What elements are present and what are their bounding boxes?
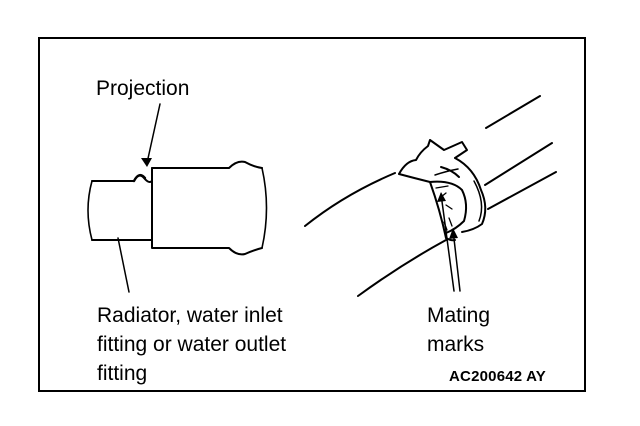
mating-marks-leader xyxy=(437,192,461,292)
figure-frame xyxy=(38,37,586,392)
hose-end xyxy=(151,160,268,256)
projection-label: Projection xyxy=(96,77,190,100)
figure-code: AC200642 AY xyxy=(449,368,546,385)
radiator-fitting-label: Radiator, water inlet fitting or water o… xyxy=(97,304,287,385)
pipe-fitting xyxy=(87,174,153,241)
hose-clamp xyxy=(398,139,487,242)
mating-marks-label: Mating marks xyxy=(427,304,491,356)
hose-outline xyxy=(304,95,557,297)
radiator-leader xyxy=(117,237,130,293)
projection-leader xyxy=(141,103,161,167)
projection-bump xyxy=(132,173,147,183)
